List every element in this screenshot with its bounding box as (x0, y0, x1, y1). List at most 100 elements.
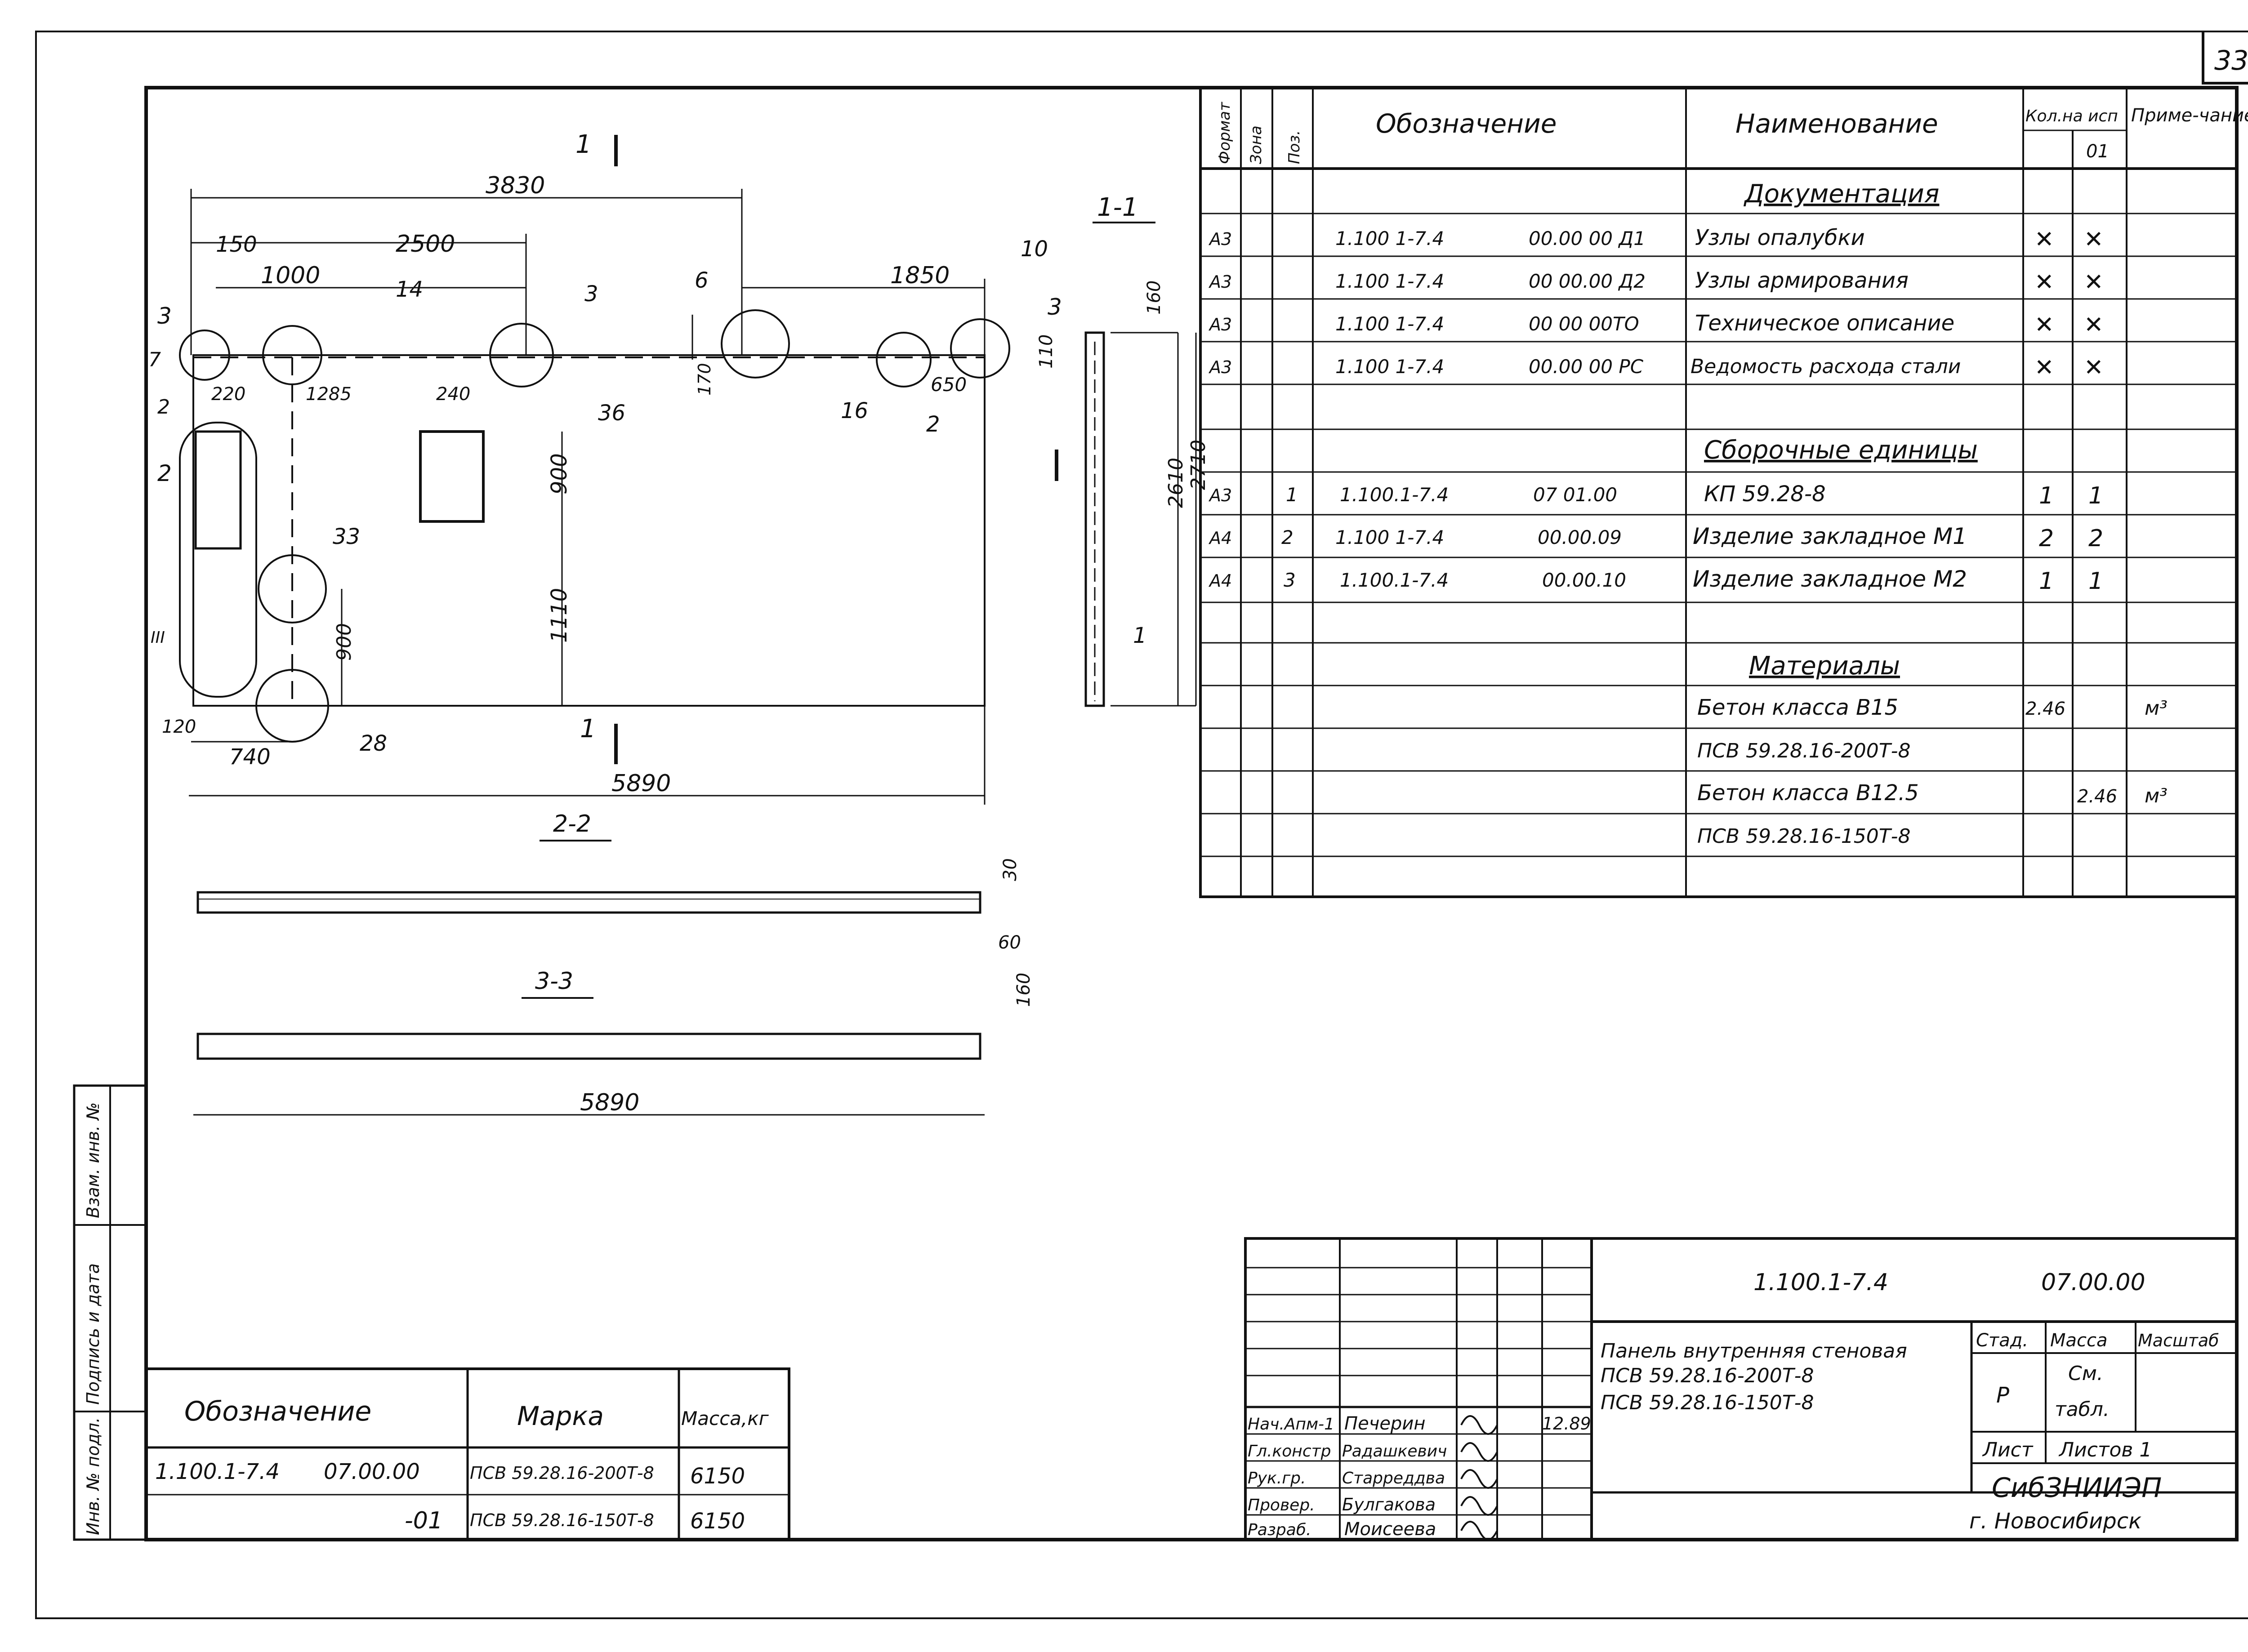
doc-name: Узлы опалубки (1695, 225, 1865, 250)
asm-format: A4 (1208, 528, 1232, 548)
doc-q2: ✕ (2084, 226, 2104, 253)
signature-5 (1460, 1521, 1498, 1541)
var-code: 1.100.1-7.4 (155, 1459, 280, 1484)
doc-q1: ✕ (2034, 269, 2054, 296)
doc-q1: ✕ (2034, 226, 2054, 253)
callout-1: 1 (1133, 623, 1147, 648)
doc-code: 1.100 1-7.4 (1335, 227, 1444, 249)
doc-num: 00.00 00 РС (1529, 356, 1644, 378)
signature-1 (1460, 1415, 1498, 1435)
dim-170: 170 (695, 363, 714, 396)
tb-stage-hdr: Стад. (1976, 1330, 2028, 1351)
asm-q2: 1 (2088, 482, 2103, 509)
section-documentation: Документация (1743, 179, 1939, 209)
material-row: ПСВ 59.28.16-200Т-8 (1697, 739, 1911, 762)
side-stamps: Взам. инв. № Подпись и дата Инв. № подл. (73, 1084, 147, 1541)
tb-name-3: ПСВ 59.28.16-150Т-8 (1601, 1391, 1814, 1414)
signer-name: Радашкевич (1342, 1442, 1447, 1461)
tb-mass: См. (2068, 1362, 2103, 1385)
dim-220: 220 (211, 384, 245, 405)
var-hdr-mark: Марка (517, 1401, 604, 1431)
dim-1000: 1000 (261, 262, 320, 289)
asm-num: 07 01.00 (1533, 484, 1617, 506)
doc-q2: ✕ (2084, 312, 2104, 338)
detail-circle-33 (258, 554, 327, 623)
dim-1110: 1110 (547, 588, 572, 643)
doc-code: 1.100 1-7.4 (1335, 270, 1444, 292)
tb-scale-hdr: Масштаб (2138, 1331, 2219, 1350)
signature-2 (1460, 1442, 1498, 1462)
section-materials: Материалы (1749, 651, 1900, 681)
tb-sheets-lbl: Листов 1 (2058, 1438, 2152, 1461)
signer-role: Рук.гр. (1248, 1469, 1306, 1487)
callout-7: 7 (148, 348, 161, 371)
mat-note: м³ (2145, 697, 2168, 720)
assembly-row: A4 2 1.100 1-7.4 00.00.09 Изделие заклад… (1208, 523, 2103, 552)
dim-60: 60 (998, 932, 1021, 953)
callout-2b: 2 (926, 412, 940, 437)
doc-row: A3 1.100 1-7.4 00 00.00 Д2 Узлы армирова… (1208, 268, 2104, 296)
dim-2610: 2610 (1164, 458, 1187, 508)
dim-5890b: 5890 (580, 1089, 639, 1116)
var-mass: 6150 (690, 1464, 745, 1489)
doc-q2: ✕ (2084, 354, 2104, 381)
dim-5890a: 5890 (611, 770, 671, 797)
asm-q2: 2 (2088, 525, 2103, 552)
callout-14: 14 (396, 277, 423, 302)
asm-code: 1.100.1-7.4 (1340, 484, 1449, 506)
asm-name: Изделие закладное М2 (1693, 566, 1967, 592)
dim-240: 240 (436, 384, 470, 405)
asm-q1: 2 (2039, 525, 2054, 552)
hdr-note: Приме-чание (2131, 105, 2248, 126)
tb-date: 12.89 (1542, 1414, 1591, 1434)
asm-pos: 2 (1281, 526, 1293, 548)
dim-900b: 900 (333, 623, 356, 661)
dim-2500: 2500 (396, 231, 455, 258)
var-mass: 6150 (690, 1509, 745, 1534)
asm-name: Изделие закладное М1 (1693, 523, 1967, 549)
callout-36: 36 (598, 401, 625, 426)
mat-name: ПСВ 59.28.16-200Т-8 (1697, 739, 1911, 762)
asm-name: КП 59.28-8 (1704, 481, 1826, 507)
section-3-3: 3-3 160 5890 (193, 968, 1034, 1116)
dim-900a: 900 (547, 453, 572, 494)
variant-row: -01 ПСВ 59.28.16-150Т-8 6150 (405, 1507, 745, 1534)
signer-row: Провер. Булгакова (1248, 1495, 1436, 1514)
hdr-pos: Поз. (1285, 130, 1303, 164)
stamp-vzam: Взам. инв. № (83, 1102, 103, 1218)
mat-name: ПСВ 59.28.16-150Т-8 (1697, 825, 1911, 848)
asm-code: 1.100.1-7.4 (1340, 569, 1449, 591)
assembly-row: A4 3 1.100.1-7.4 00.00.10 Изделие заклад… (1208, 566, 2103, 595)
specification-table: Формат Зона Поз. Обозначение Наименовани… (1199, 86, 2248, 898)
plan-view: 3830 150 2500 1000 1850 220 1285 240 650… (148, 130, 1062, 805)
signer-row: Нач.Апм-1 Печерин (1248, 1413, 1425, 1434)
door-opening (179, 422, 257, 698)
doc-num: 00 00.00 Д2 (1529, 270, 1646, 292)
signer-role: Разраб. (1248, 1521, 1311, 1539)
tb-code: 1.100.1-7.4 (1753, 1269, 1888, 1296)
detail-circle-7 (179, 330, 230, 381)
tb-org-1: СибЗНИИЭП (1992, 1472, 2162, 1504)
doc-name: Техническое описание (1695, 311, 1954, 336)
doc-format: A3 (1208, 357, 1232, 377)
signer-row: Рук.гр. Старреддва (1248, 1469, 1445, 1487)
doc-code: 1.100 1-7.4 (1335, 356, 1444, 378)
assembly-row: A3 1 1.100.1-7.4 07 01.00 КП 59.28-8 1 1 (1208, 481, 2103, 509)
var-mark: ПСВ 59.28.16-200Т-8 (470, 1463, 654, 1483)
section-2-2-label: 2-2 (553, 810, 591, 837)
asm-format: A3 (1208, 485, 1232, 505)
cut-3-left: 3 (157, 303, 172, 329)
signer-name: Старреддва (1342, 1469, 1445, 1487)
detail-circle-16 (876, 332, 932, 387)
asm-q1: 1 (2039, 568, 2054, 595)
hdr-qty: Кол.на исп (2025, 107, 2118, 125)
tb-name-2: ПСВ 59.28.16-200Т-8 (1601, 1364, 1814, 1387)
tb-name-1: Панель внутренняя стеновая (1601, 1340, 1907, 1363)
asm-q1: 1 (2039, 482, 2054, 509)
cut-3-right: 3 (1048, 294, 1062, 320)
callout-iii: III (151, 628, 165, 647)
window-opening (419, 430, 485, 523)
doc-num: 00.00 00 Д1 (1529, 227, 1646, 249)
var-hdr-mass: Масса,кг (681, 1407, 769, 1429)
